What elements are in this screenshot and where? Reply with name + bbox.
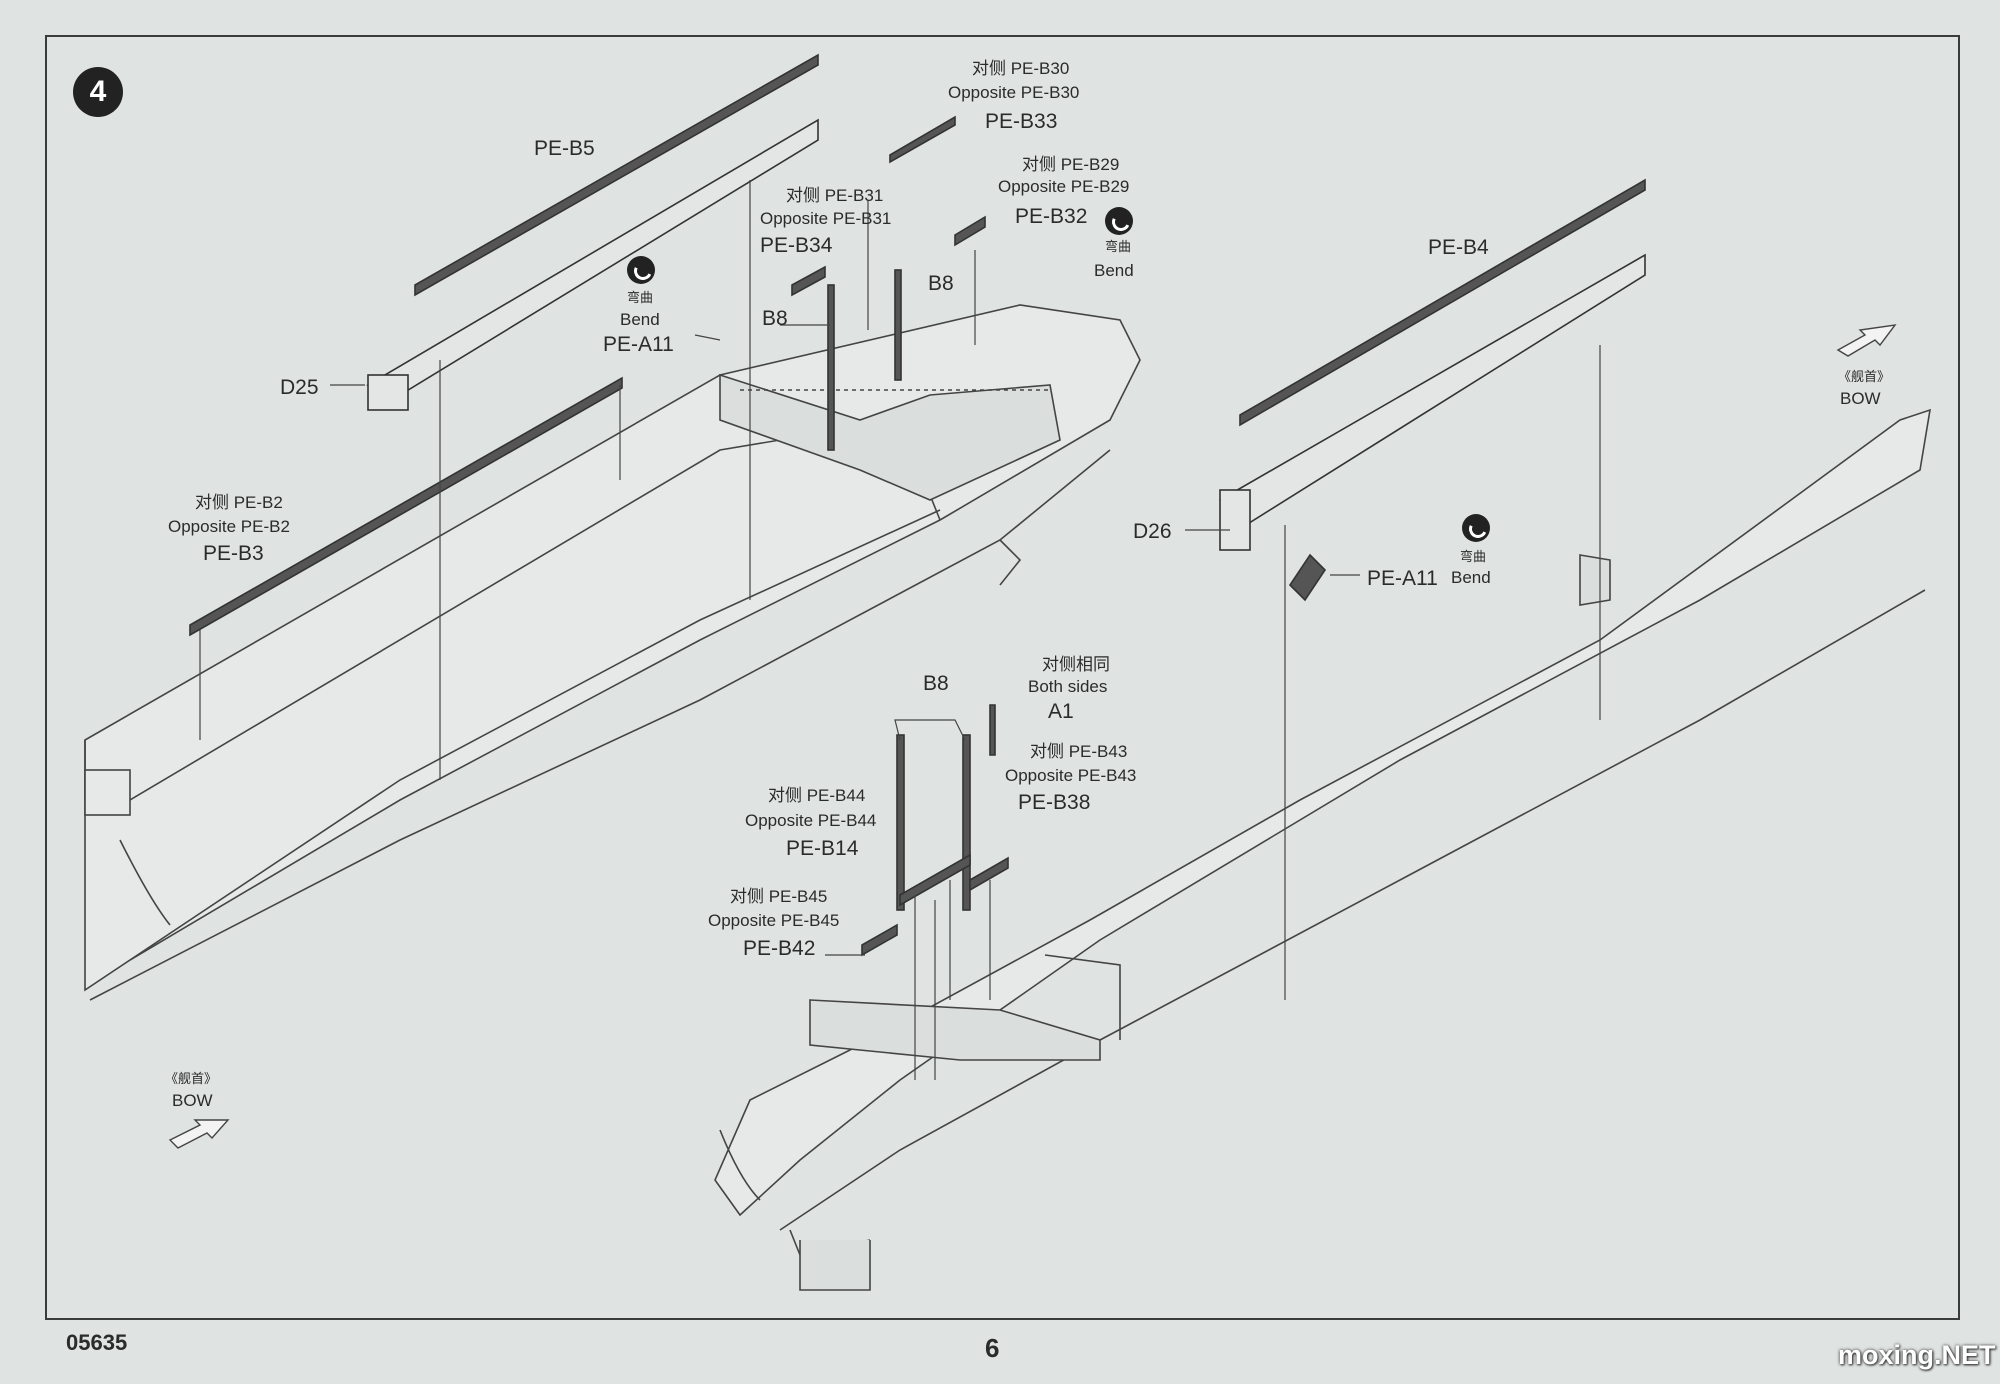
label-b8: B8 xyxy=(923,672,949,695)
label-pe-b4: PE-B4 xyxy=(1428,236,1489,259)
label-pe-b38: PE-B38 xyxy=(1018,791,1091,814)
label-pe-a11: PE-A11 xyxy=(1367,567,1438,590)
guide-lines-lower-right xyxy=(825,345,1601,1080)
bend-icon xyxy=(627,256,655,284)
label-pe-b14: PE-B14 xyxy=(786,837,859,860)
label-d25: D25 xyxy=(280,376,319,399)
label-pe-b32: PE-B32 xyxy=(1015,205,1088,228)
label-both-sides-cn: 对侧相同 xyxy=(1042,655,1110,674)
label-pe-b33-opp: Opposite PE-B30 xyxy=(948,83,1080,102)
bow-arrows xyxy=(168,324,1897,1149)
label-pe-b33-opp-cn: 对侧 PE-B30 xyxy=(972,59,1070,78)
label-pe-b14-opp: Opposite PE-B44 xyxy=(745,811,877,830)
label-bend-cn: 弯曲 xyxy=(1105,239,1132,254)
page-number: 6 xyxy=(985,1333,1000,1363)
label-pe-b34-opp-cn: 对侧 PE-B31 xyxy=(786,186,884,205)
product-code: 05635 xyxy=(66,1330,128,1355)
label-pe-b5: PE-B5 xyxy=(534,137,595,160)
label-pe-b32-opp: Opposite PE-B29 xyxy=(998,177,1130,196)
label-pe-b32-opp-cn: 对侧 PE-B29 xyxy=(1022,155,1120,174)
hull-upper-left xyxy=(84,304,1141,1001)
label-bend-cn: 弯曲 xyxy=(627,290,654,305)
bend-icon xyxy=(1462,514,1490,542)
label-pe-b42: PE-B42 xyxy=(743,937,816,960)
label-pe-b42-opp-cn: 对侧 PE-B45 xyxy=(730,887,828,906)
label-pe-b14-opp-cn: 对侧 PE-B44 xyxy=(768,786,866,805)
step-number-badge: 4 xyxy=(73,67,123,117)
label-bow-cn: 《舰首》 xyxy=(1838,369,1891,384)
bend-icon xyxy=(1105,207,1133,235)
label-pe-b42-opp: Opposite PE-B45 xyxy=(708,911,840,930)
label-pe-b3-opp: Opposite PE-B2 xyxy=(168,517,290,536)
label-pe-b34-opp: Opposite PE-B31 xyxy=(760,209,892,228)
label-pe-b38-opp: Opposite PE-B43 xyxy=(1005,766,1137,785)
label-bow: BOW xyxy=(1840,389,1881,408)
label-d26: D26 xyxy=(1133,520,1172,543)
label-pe-b38-opp-cn: 对侧 PE-B43 xyxy=(1030,742,1128,761)
label-pe-b34: PE-B34 xyxy=(760,234,833,257)
label-b8: B8 xyxy=(762,307,788,330)
label-both-sides: Both sides xyxy=(1028,677,1108,696)
label-bend: Bend xyxy=(1451,568,1491,587)
label-bend-cn: 弯曲 xyxy=(1460,549,1487,564)
page-frame xyxy=(45,35,1960,1320)
label-bend: Bend xyxy=(620,310,660,329)
label-b8: B8 xyxy=(928,272,954,295)
label-bow: BOW xyxy=(172,1091,213,1110)
label-pe-b3-opp-cn: 对侧 PE-B2 xyxy=(195,493,283,512)
label-pe-a11: PE-A11 xyxy=(603,333,674,356)
label-bend: Bend xyxy=(1094,261,1134,280)
label-pe-b3: PE-B3 xyxy=(203,542,264,565)
label-pe-b33: PE-B33 xyxy=(985,110,1058,133)
guide-lines-upper-left xyxy=(199,180,976,780)
pe-strips-lower-right xyxy=(861,178,1646,957)
hull-lower-right xyxy=(714,408,1932,1291)
pe-strips-upper-left xyxy=(189,53,986,637)
label-bow-cn: 《舰首》 xyxy=(165,1071,218,1086)
watermark: moxing.NET xyxy=(1838,1340,1996,1370)
label-a1: A1 xyxy=(1048,700,1074,723)
